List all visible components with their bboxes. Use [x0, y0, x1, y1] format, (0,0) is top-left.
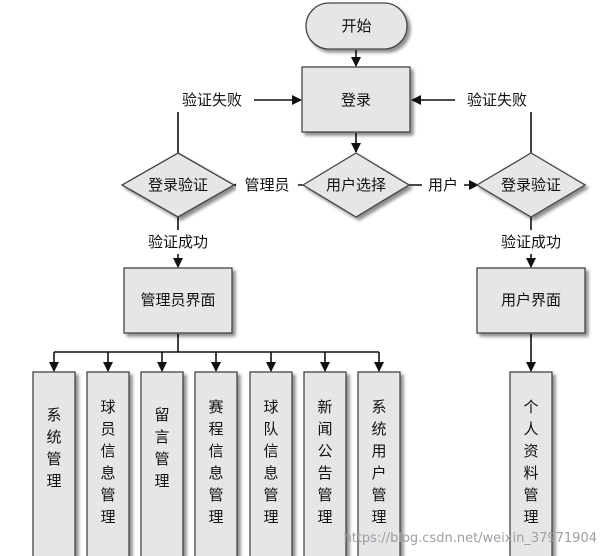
admin-module-box — [86, 371, 130, 556]
admin-module-3: 留言管理 — [140, 371, 184, 556]
admin-module-box — [32, 371, 76, 556]
admin-module-box — [303, 371, 347, 556]
user-module-box — [509, 371, 553, 556]
edge-label-user: 用户 — [428, 176, 458, 194]
node-right-verify — [475, 152, 587, 218]
node-user-select-label: 用户选择 — [326, 176, 386, 194]
admin-module-label: 球员信息管理 — [100, 398, 115, 526]
node-start-label: 开始 — [341, 17, 371, 35]
node-right-verify-label: 登录验证 — [501, 176, 561, 194]
admin-module-label: 新闻公告管理 — [317, 398, 332, 526]
admin-module-6: 新闻公告管理 — [303, 371, 347, 556]
node-user-ui-label: 用户界面 — [501, 291, 561, 309]
admin-module-box — [357, 371, 401, 556]
node-login — [301, 66, 411, 133]
admin-module-box — [140, 371, 184, 556]
admin-module-2: 球员信息管理 — [86, 371, 130, 556]
node-user-select — [301, 152, 411, 218]
module-boxes: 系统管理 球员信息管理 留言管理 赛程信息管理 球队信息管理 新闻公告管理 系统用户管理 个人… — [32, 371, 553, 556]
admin-module-label: 赛程信息管理 — [208, 398, 223, 526]
edge-label-fail-right: 验证失败 — [467, 91, 527, 109]
node-user-ui — [476, 267, 586, 334]
user-module-label: 个人资料管理 — [523, 398, 538, 526]
node-login-label: 登录 — [341, 91, 371, 109]
admin-module-label: 留言管理 — [154, 406, 169, 490]
edge-label-admin: 管理员 — [244, 176, 289, 194]
node-admin-ui — [123, 267, 233, 334]
admin-module-label: 系统管理 — [46, 406, 61, 490]
admin-module-5: 球队信息管理 — [249, 371, 293, 556]
user-module-1: 个人资料管理 — [509, 371, 553, 556]
admin-module-box — [194, 371, 238, 556]
admin-module-label: 球队信息管理 — [263, 398, 278, 526]
node-admin-ui-label: 管理员界面 — [140, 291, 215, 309]
admin-module-4: 赛程信息管理 — [194, 371, 238, 556]
node-start — [305, 2, 408, 50]
node-left-verify-label: 登录验证 — [148, 176, 208, 194]
edge-label-success-right: 验证成功 — [501, 233, 561, 251]
admin-module-label: 系统用户管理 — [371, 398, 386, 526]
edge-label-fail-left: 验证失败 — [182, 91, 242, 109]
admin-module-1: 系统管理 — [32, 371, 76, 556]
watermark: https://blog.csdn.net/weixin_37971904 — [343, 531, 597, 546]
edge-label-success-left: 验证成功 — [148, 233, 208, 251]
admin-module-box — [249, 371, 293, 556]
admin-module-7: 系统用户管理 — [357, 371, 401, 556]
node-left-verify — [120, 152, 236, 218]
